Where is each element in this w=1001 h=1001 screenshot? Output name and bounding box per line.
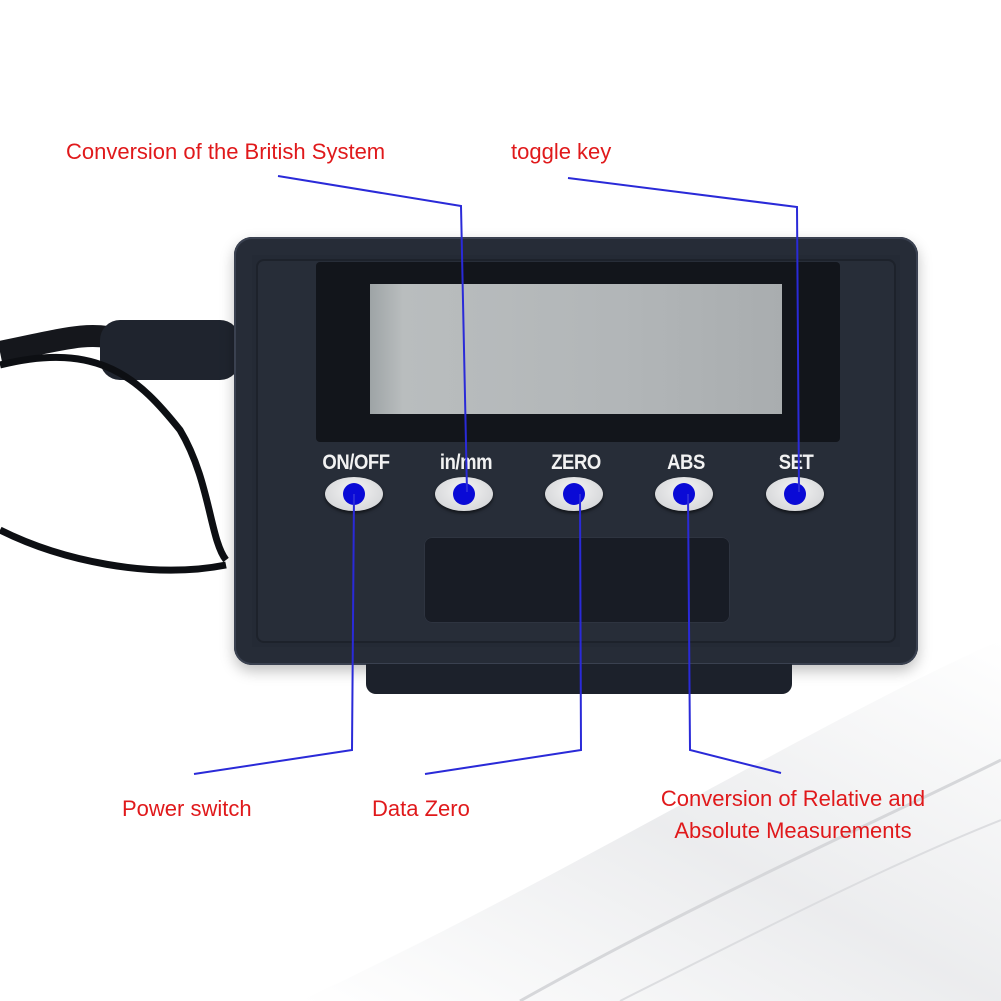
callout-toggle-key: toggle key: [511, 139, 612, 164]
button-dot-icon: [784, 483, 806, 505]
lower-window: [424, 537, 730, 623]
button-label-set: SET: [778, 451, 814, 474]
callout-relative-absolute-line2: Absolute Measurements: [674, 818, 912, 843]
zero-button[interactable]: [545, 477, 603, 511]
button-dot-icon: [563, 483, 585, 505]
lcd-display: [370, 284, 782, 414]
set-button[interactable]: [766, 477, 824, 511]
button-dot-icon: [343, 483, 365, 505]
callout-power-switch: Power switch: [122, 796, 252, 821]
button-label-in-mm: in/mm: [439, 451, 493, 474]
callout-british-system: Conversion of the British System: [66, 139, 386, 164]
abs-button[interactable]: [655, 477, 713, 511]
callout-relative-absolute-line1: Conversion of Relative and: [660, 786, 926, 811]
button-dot-icon: [673, 483, 695, 505]
on-off-button[interactable]: [325, 477, 383, 511]
button-dot-icon: [453, 483, 475, 505]
button-label-on-off: ON/OFF: [322, 451, 390, 474]
button-label-abs: ABS: [667, 451, 705, 474]
button-label-zero: ZERO: [551, 451, 601, 474]
device-base: [366, 664, 792, 694]
in-mm-button[interactable]: [435, 477, 493, 511]
callout-relative-absolute: Conversion of Relative and Absolute Meas…: [630, 783, 956, 847]
callout-data-zero: Data Zero: [372, 796, 470, 821]
